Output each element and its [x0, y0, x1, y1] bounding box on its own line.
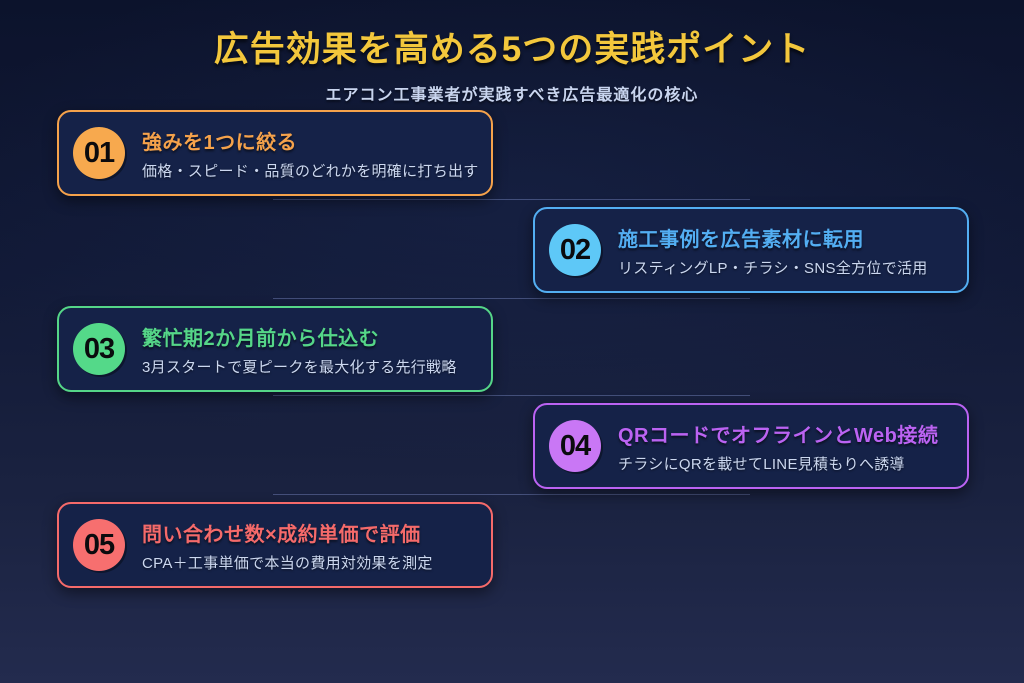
number-badge-3: 03	[73, 323, 125, 375]
connector-line-2-3	[273, 298, 750, 299]
card-title-4: QRコードでオフラインとWeb接続	[618, 424, 939, 447]
number-badge-5: 05	[73, 519, 125, 571]
card-text-5: 問い合わせ数×成約単価で評価 CPA＋工事単価で本当の費用対効果を測定	[142, 518, 433, 573]
number-badge-4: 04	[549, 420, 601, 472]
card-text-1: 強みを1つに絞る 価格・スピード・品質のどれかを明確に打ち出す	[142, 126, 479, 181]
card-text-3: 繁忙期2か月前から仕込む 3月スタートで夏ピークを最大化する先行戦略	[142, 322, 457, 377]
card-description-5: CPA＋工事単価で本当の費用対効果を測定	[142, 554, 433, 572]
infographic-header: 広告効果を高める5つの実践ポイント エアコン工事業者が実践すべき広告最適化の核心	[0, 0, 1024, 105]
connector-line-1-2	[273, 199, 750, 200]
card-title-1: 強みを1つに絞る	[142, 131, 298, 154]
card-title-5: 問い合わせ数×成約単価で評価	[142, 523, 421, 546]
point-card-5: 05 問い合わせ数×成約単価で評価 CPA＋工事単価で本当の費用対効果を測定	[57, 502, 493, 588]
connector-line-3-4	[273, 395, 750, 396]
card-description-1: 価格・スピード・品質のどれかを明確に打ち出す	[142, 162, 479, 180]
point-card-4: 04 QRコードでオフラインとWeb接続 チラシにQRを載せてLINE見積もりへ…	[533, 403, 969, 489]
point-card-3: 03 繁忙期2か月前から仕込む 3月スタートで夏ピークを最大化する先行戦略	[57, 306, 493, 392]
number-badge-2: 02	[549, 224, 601, 276]
number-badge-1: 01	[73, 127, 125, 179]
card-title-2: 施工事例を広告素材に転用	[618, 228, 864, 251]
page-title: 広告効果を高める5つの実践ポイント	[213, 30, 811, 69]
page-subtitle: エアコン工事業者が実践すべき広告最適化の核心	[325, 87, 699, 104]
card-text-2: 施工事例を広告素材に転用 リスティングLP・チラシ・SNS全方位で活用	[618, 223, 928, 278]
card-text-4: QRコードでオフラインとWeb接続 チラシにQRを載せてLINE見積もりへ誘導	[618, 419, 938, 474]
card-description-3: 3月スタートで夏ピークを最大化する先行戦略	[142, 358, 457, 376]
card-description-2: リスティングLP・チラシ・SNS全方位で活用	[618, 259, 928, 277]
card-description-4: チラシにQRを載せてLINE見積もりへ誘導	[618, 455, 905, 473]
card-title-3: 繁忙期2か月前から仕込む	[142, 327, 380, 350]
connector-line-4-5	[273, 494, 750, 495]
point-card-1: 01 強みを1つに絞る 価格・スピード・品質のどれかを明確に打ち出す	[57, 110, 493, 196]
point-card-2: 02 施工事例を広告素材に転用 リスティングLP・チラシ・SNS全方位で活用	[533, 207, 969, 293]
